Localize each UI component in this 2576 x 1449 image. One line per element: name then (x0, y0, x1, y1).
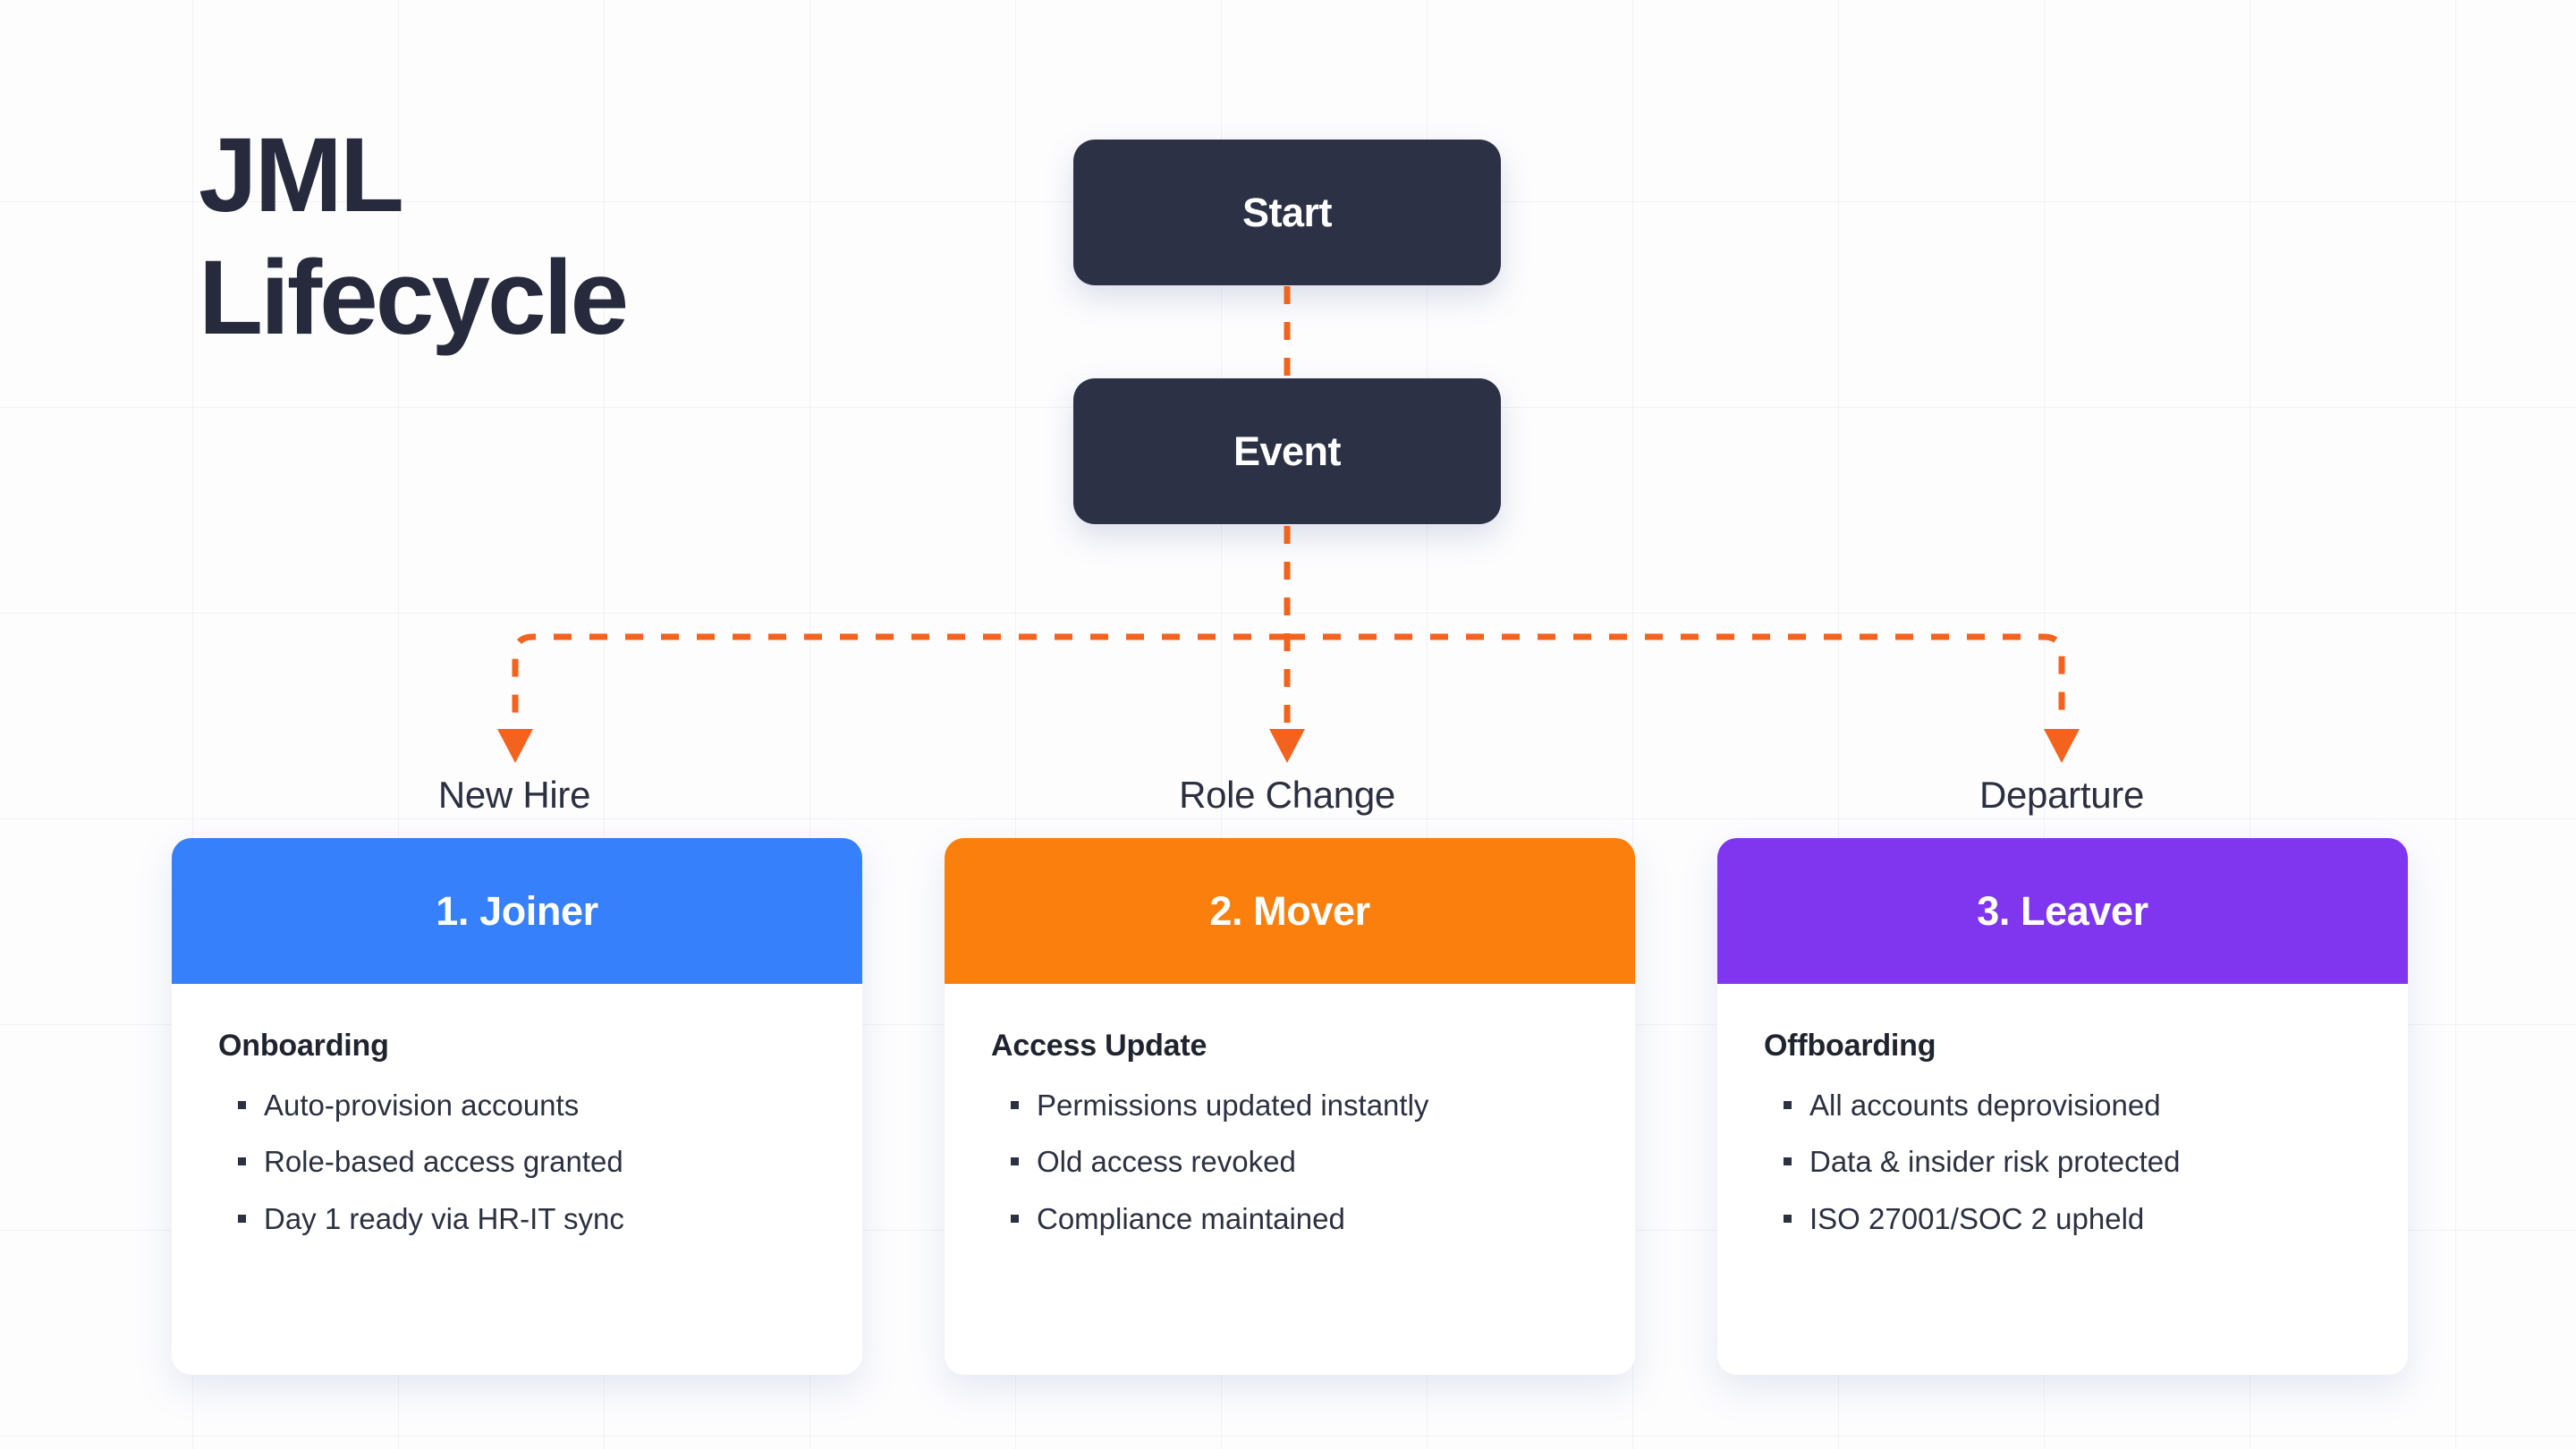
stage-card-leaver-subtitle: Offboarding (1764, 1029, 1936, 1063)
stage-card-leaver[interactable]: 3. Leaver Offboarding All accounts depro… (1717, 838, 2408, 1375)
list-item: Data & insider risk protected (1764, 1143, 2361, 1180)
list-item-text: Auto-provision accounts (264, 1089, 580, 1122)
stage-card-leaver-body: Offboarding All accounts deprovisioned D… (1717, 984, 2408, 1375)
bullet-square-icon (1784, 1157, 1792, 1166)
bullet-square-icon (1784, 1101, 1792, 1109)
stage-card-joiner-header: 1. Joiner (172, 838, 862, 984)
branch-label-departure: Departure (1979, 774, 2145, 816)
list-item: Day 1 ready via HR-IT sync (218, 1200, 816, 1237)
stage-card-joiner-bullets: Auto-provision accounts Role-based acces… (218, 1087, 816, 1237)
stage-card-mover-header: 2. Mover (945, 838, 1635, 984)
arrowhead-role-change (1269, 729, 1305, 763)
list-item-text: Day 1 ready via HR-IT sync (264, 1201, 624, 1235)
branch-label-new-hire: New Hire (437, 774, 591, 816)
list-item: Old access revoked (991, 1143, 1589, 1180)
list-item-text: Old access revoked (1037, 1145, 1296, 1179)
page-title: JML Lifecycle (199, 114, 932, 360)
title-line-1: JML (199, 116, 404, 234)
flow-node-event-label: Event (1233, 428, 1342, 474)
branch-label-role-change: Role Change (1179, 774, 1395, 816)
flow-node-event[interactable]: Event (1073, 378, 1501, 524)
list-item: Compliance maintained (991, 1200, 1589, 1237)
stage-card-mover-body: Access Update Permissions updated instan… (945, 984, 1635, 1375)
bullet-square-icon (238, 1101, 246, 1109)
list-item-text: Data & insider risk protected (1809, 1145, 2181, 1179)
bullet-square-icon (238, 1157, 246, 1166)
stage-card-leaver-header: 3. Leaver (1717, 838, 2408, 984)
list-item-text: Role-based access granted (264, 1145, 623, 1179)
list-item-text: ISO 27001/SOC 2 upheld (1809, 1201, 2145, 1235)
stage-card-joiner-title: 1. Joiner (436, 887, 598, 934)
stage-card-leaver-title: 3. Leaver (1977, 887, 2148, 934)
list-item: All accounts deprovisioned (1764, 1087, 2361, 1123)
arrowhead-new-hire (497, 729, 533, 763)
flow-node-start-label: Start (1241, 189, 1333, 235)
stage-card-joiner[interactable]: 1. Joiner Onboarding Auto-provision acco… (172, 838, 862, 1375)
stage-card-mover-bullets: Permissions updated instantly Old access… (991, 1087, 1589, 1237)
list-item-text: All accounts deprovisioned (1809, 1089, 2161, 1122)
connector-bus-right (1287, 633, 2065, 726)
stage-card-mover-title: 2. Mover (1209, 887, 1370, 934)
connector-bus-left (512, 633, 1287, 726)
bullet-square-icon (238, 1214, 246, 1223)
list-item-text: Permissions updated instantly (1037, 1089, 1429, 1122)
bullet-square-icon (1011, 1157, 1019, 1166)
list-item: Permissions updated instantly (991, 1087, 1589, 1123)
title-line-2: Lifecycle (199, 238, 629, 357)
flow-node-start[interactable]: Start (1073, 140, 1501, 285)
bullet-square-icon (1011, 1101, 1019, 1109)
list-item: ISO 27001/SOC 2 upheld (1764, 1200, 2361, 1237)
stage-card-joiner-subtitle: Onboarding (218, 1029, 389, 1063)
stage-card-mover-subtitle: Access Update (991, 1029, 1208, 1063)
list-item: Auto-provision accounts (218, 1087, 816, 1123)
stage-card-leaver-bullets: All accounts deprovisioned Data & inside… (1764, 1087, 2361, 1237)
arrowhead-departure (2044, 729, 2080, 763)
bullet-square-icon (1011, 1214, 1019, 1223)
stage-card-joiner-body: Onboarding Auto-provision accounts Role-… (172, 984, 862, 1375)
stage-card-mover[interactable]: 2. Mover Access Update Permissions updat… (945, 838, 1635, 1375)
list-item: Role-based access granted (218, 1143, 816, 1180)
bullet-square-icon (1784, 1214, 1792, 1223)
list-item-text: Compliance maintained (1037, 1201, 1345, 1235)
